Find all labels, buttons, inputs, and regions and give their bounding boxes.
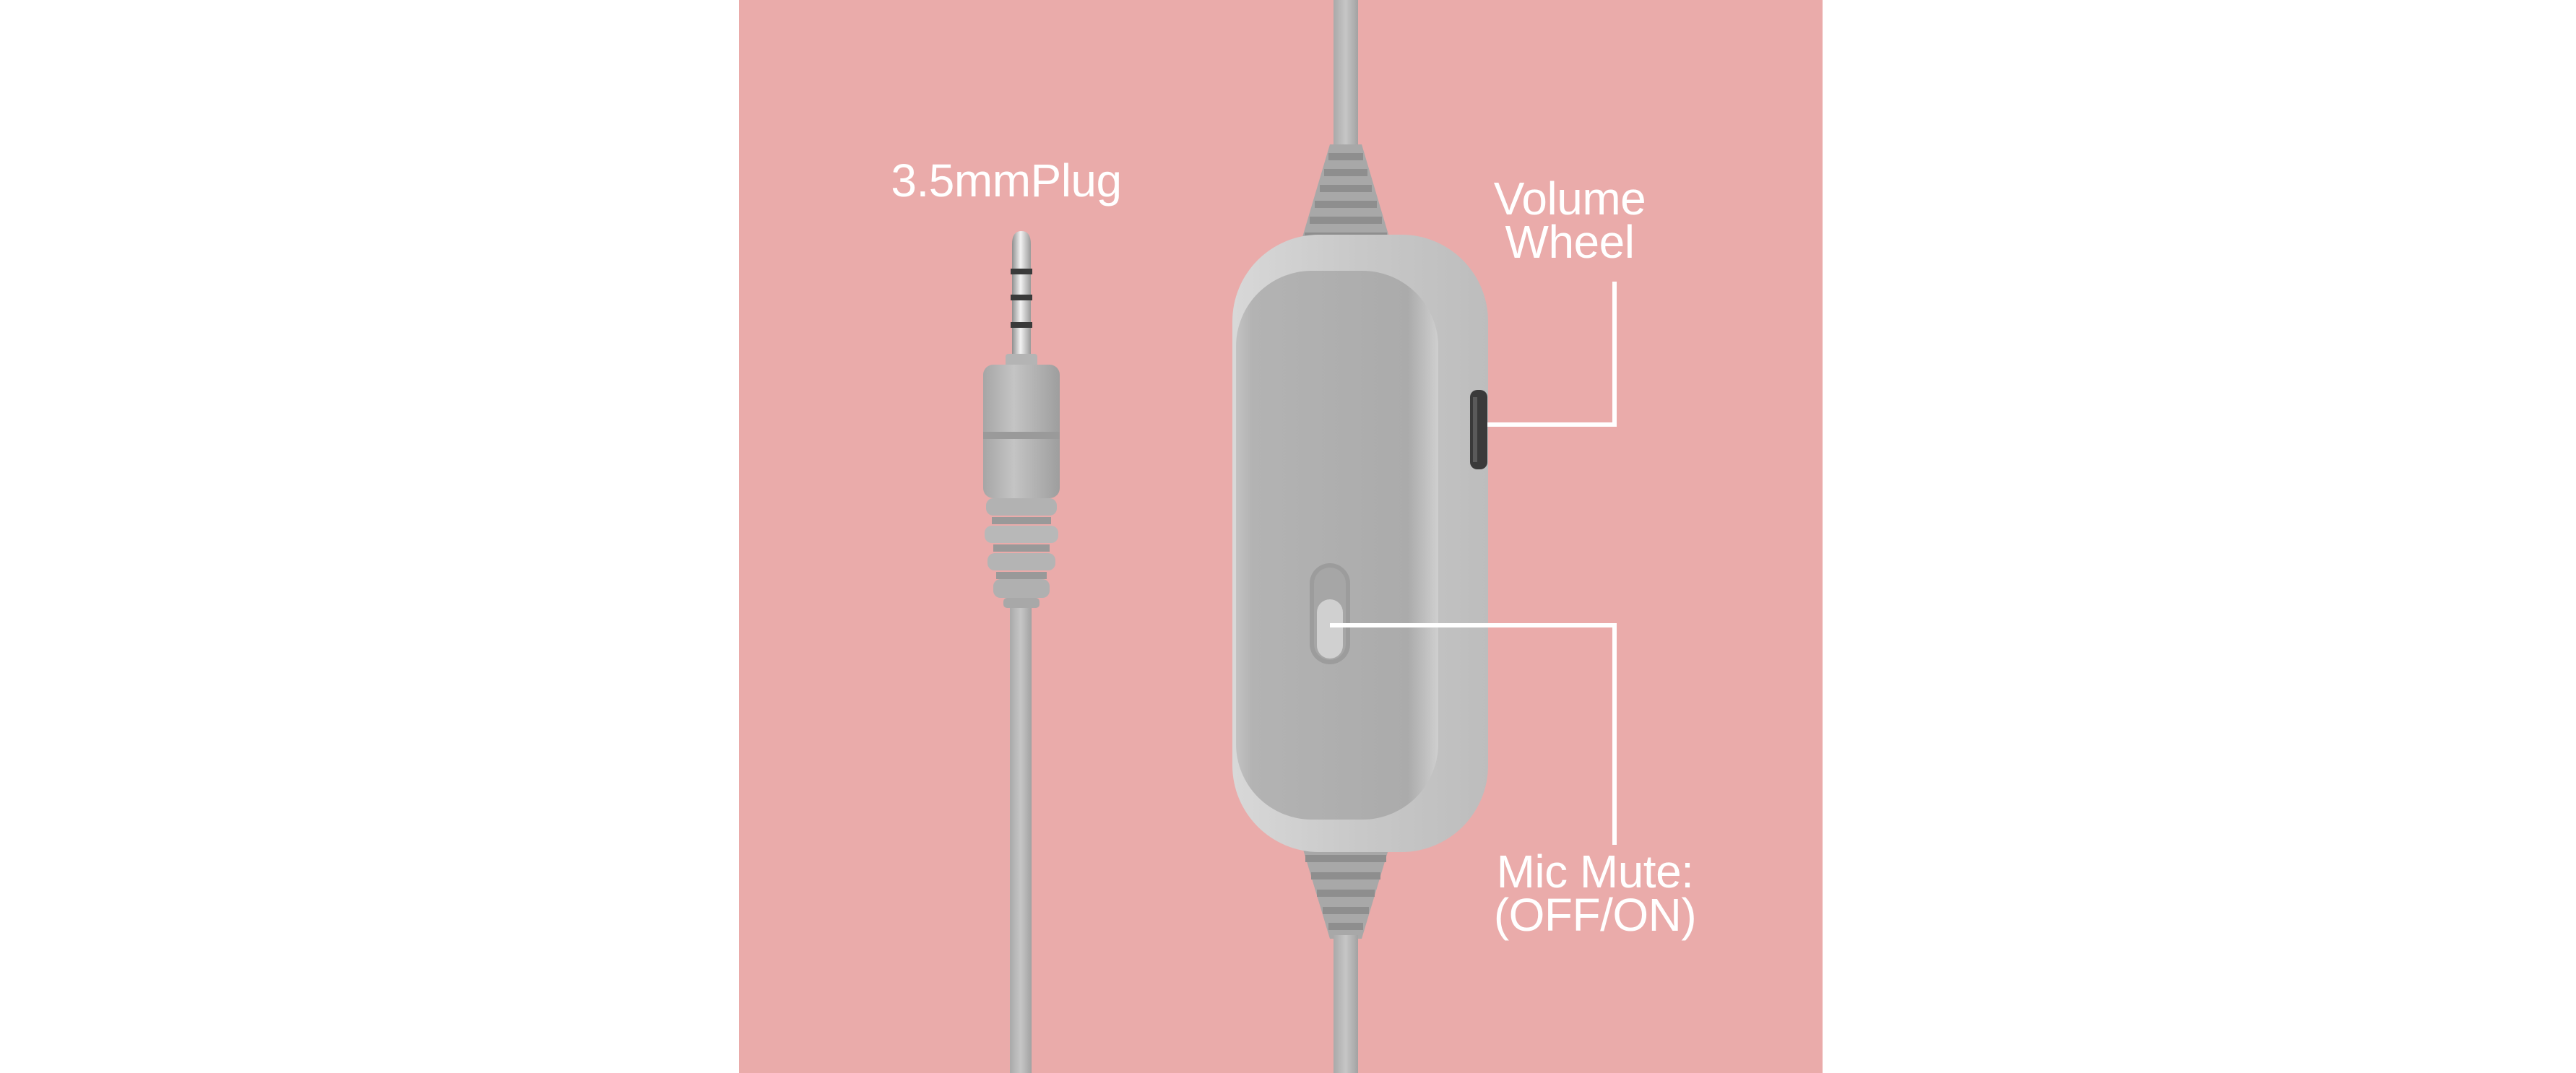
mic-mute-label: Mic Mute: (OFF/ON) (1465, 846, 1725, 941)
product-image-panel: 3.5mmPlug Volume Wheel Mic Mute: (OFF/ON… (739, 0, 1823, 1073)
audio-jack-icon (983, 231, 1060, 1073)
product-illustration (739, 0, 1823, 1073)
mic-mute-label-line1: Mic Mute: (1496, 846, 1694, 898)
mic-mute-label-line2: (OFF/ON) (1493, 889, 1697, 941)
mute-switch-icon (1310, 563, 1350, 664)
plug-label-text: 3.5mmPlug (891, 155, 1122, 207)
volume-wheel-label-line1: Volume (1493, 173, 1646, 225)
volume-wheel-icon (1470, 390, 1487, 469)
plug-label: 3.5mmPlug (804, 155, 1209, 207)
callout-lines (1330, 282, 1617, 845)
inline-remote-icon (1232, 0, 1488, 1073)
volume-wheel-label-line2: Wheel (1505, 216, 1635, 268)
volume-wheel-label: Volume Wheel (1447, 173, 1693, 268)
